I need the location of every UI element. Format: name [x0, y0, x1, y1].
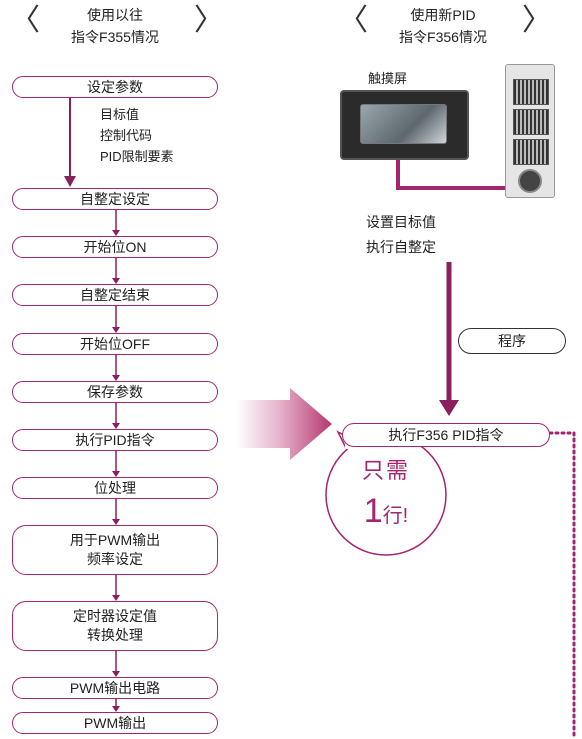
param-item: PID限制要素	[100, 149, 174, 164]
step-arrows	[112, 210, 120, 712]
param-items-list: 目标值 控制代码 PID限制要素	[100, 104, 174, 167]
step-arrow-head	[112, 327, 120, 333]
flow-step-label: 开始位ON	[83, 238, 147, 255]
bubble-line1: 只需	[361, 458, 410, 483]
flow-step: 自整定结束	[12, 284, 218, 306]
f356-label: 执行F356 PID指令	[388, 426, 504, 443]
setup-text-line2: 执行自整定	[366, 239, 436, 255]
left-bracket-open: 〈	[10, 4, 40, 37]
flow-step-label: 用于PWM输出	[69, 532, 161, 548]
right-header-line2: 指令F356情况	[399, 29, 487, 45]
flow-step: 用于PWM输出频率设定	[12, 525, 218, 575]
flow-step: 保存参数	[12, 381, 218, 403]
bubble-suffix: 行!	[382, 505, 409, 527]
comparison-arrow	[236, 388, 332, 460]
param-item: 控制代码	[100, 128, 153, 143]
program-label: 程序	[498, 332, 526, 349]
bubble-line2: 1行!	[326, 492, 446, 531]
step-arrow-head	[112, 671, 120, 677]
plc-terminal	[513, 79, 549, 105]
plc-terminal	[513, 139, 549, 165]
param-item: 目标值	[100, 107, 140, 122]
flow-step: 位处理	[12, 477, 218, 499]
step-arrow-head	[112, 375, 120, 381]
flow-step: 开始位ON	[12, 236, 218, 258]
touchscreen-display	[360, 104, 447, 144]
setup-text-line1: 设置目标值	[366, 214, 436, 230]
main-down-arrow-head	[439, 400, 459, 416]
flow-step: 开始位OFF	[12, 333, 218, 355]
bubble-number: 1	[363, 492, 383, 530]
step-arrow-head	[112, 471, 120, 477]
flow-step: 自整定设定	[12, 188, 218, 210]
param-arrow-head	[64, 176, 76, 187]
flow-step: 定时器设定值转换处理	[12, 601, 218, 651]
left-header-line2: 指令F355情况	[71, 29, 159, 45]
step-arrow-head	[112, 595, 120, 601]
right-header-line1: 使用新PID	[410, 7, 476, 23]
right-bracket-close: 〉	[522, 4, 552, 37]
program-box: 程序	[458, 328, 566, 354]
touchscreen-image	[340, 90, 469, 160]
plc-terminal	[513, 109, 549, 135]
flow-step-label: 自整定设定	[80, 190, 150, 207]
right-header: 〈 使用新PID 指令F356情况 〉	[338, 4, 552, 48]
flow-step-label: PWM输出	[83, 714, 147, 731]
flow-step-label: 转换处理	[87, 627, 143, 643]
step-arrow-head	[112, 278, 120, 284]
dotted-loop-line	[548, 431, 576, 738]
connection-cable	[396, 154, 506, 190]
flow-step-label: PWM输出电路	[69, 679, 161, 696]
left-bracket-close: 〉	[194, 4, 224, 37]
flow-step: 执行PID指令	[12, 429, 218, 451]
touchscreen-label: 触摸屏	[368, 71, 408, 86]
step-arrow-head	[112, 519, 120, 525]
flow-step-label: 位处理	[94, 479, 136, 496]
flow-step: PWM输出	[12, 712, 218, 734]
flow-step-label: 执行PID指令	[75, 431, 155, 448]
flow-step: PWM输出电路	[12, 677, 218, 699]
setup-text: 设置目标值 执行自整定	[366, 210, 436, 260]
step-arrow-head	[112, 230, 120, 236]
step-arrow-head	[112, 423, 120, 429]
flow-step-label: 保存参数	[87, 383, 143, 400]
plc-image	[505, 64, 555, 198]
left-header: 〈 使用以往 指令F355情况 〉	[10, 4, 224, 48]
plc-port	[518, 169, 542, 193]
flow-step-label: 设定参数	[87, 78, 143, 95]
left-header-line1: 使用以往	[87, 7, 143, 23]
flow-step-label: 自整定结束	[80, 286, 150, 303]
f356-step: 执行F356 PID指令	[342, 423, 550, 447]
flow-step-label: 频率设定	[87, 551, 143, 567]
step-arrow-head	[112, 706, 120, 712]
right-bracket-open: 〈	[338, 4, 368, 37]
flow-step-label: 定时器设定值	[73, 608, 157, 624]
flow-step: 设定参数	[12, 76, 218, 98]
flow-step-label: 开始位OFF	[80, 335, 150, 352]
